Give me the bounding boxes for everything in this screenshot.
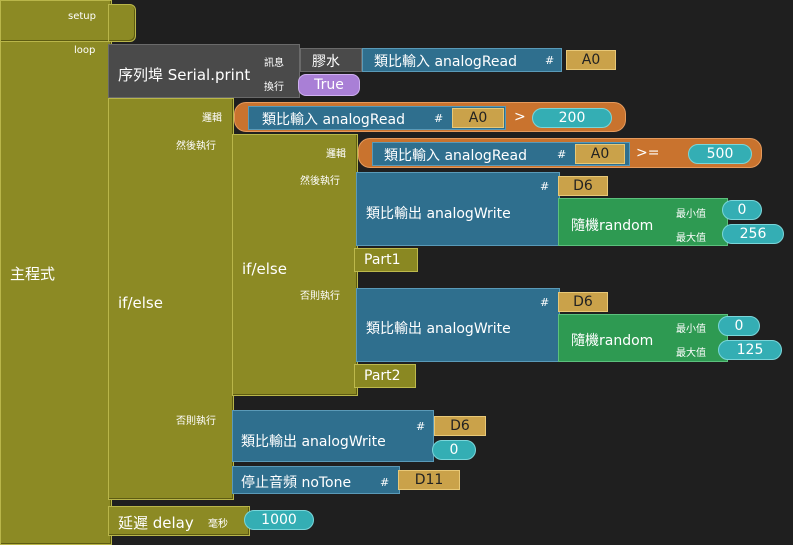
part2-hash-symbol: # [540,296,550,309]
inner-else-label: 否則執行 [300,291,340,302]
outer-operator[interactable]: > [514,109,526,125]
outer-then-label: 然後執行 [176,141,216,152]
outer-compare-value[interactable]: 200 [532,108,612,128]
else-hash-symbol: # [416,420,426,433]
inner-compare-value[interactable]: 500 [688,144,752,164]
delay-label: 延遲 delay [118,514,194,532]
main-label: 主程式 [10,265,56,283]
delay-unit-label: 毫秒 [208,519,228,530]
notone-pin-value[interactable]: D11 [398,470,460,490]
part2-pin-value[interactable]: D6 [558,292,608,312]
inner-pin-value[interactable]: A0 [575,144,625,164]
main-block-top-strip [0,0,112,42]
part2-max-label: 最大值 [676,348,706,359]
outer-analogread-label: 類比輸入 analogRead [262,112,406,128]
part1-min-label: 最小值 [676,209,706,220]
else-pin-value[interactable]: D6 [434,416,486,436]
part1-analogwrite-label: 類比輸出 analogWrite [366,206,511,222]
loop-label: loop [74,45,96,56]
part1-random-block[interactable] [558,198,728,246]
inner-then-label: 然後執行 [300,176,340,187]
serial-print-block[interactable] [108,44,300,98]
glue-label: 膠水 [312,54,340,70]
part1-max-label: 最大值 [676,233,706,244]
serial-hash-symbol: # [545,54,555,67]
part2-min-label: 最小值 [676,324,706,335]
part1-comment-block[interactable] [354,248,418,272]
part2-analogwrite-block[interactable] [356,288,560,362]
delay-value[interactable]: 1000 [244,510,314,530]
outer-hash-symbol: # [434,112,444,125]
inner-operator[interactable]: >= [636,145,660,161]
outer-else-label: 否則執行 [176,416,216,427]
part2-comment-block[interactable] [354,364,416,388]
notone-label: 停止音頻 noTone [241,475,352,491]
setup-label: setup [68,11,96,22]
else-analogwrite-block[interactable] [232,410,434,462]
serial-pin-value[interactable]: A0 [566,50,616,70]
newline-true-value[interactable]: True [298,74,360,96]
serial-print-label: 序列埠 Serial.print [118,66,251,84]
part2-max-value[interactable]: 125 [718,340,782,360]
part2-min-value[interactable]: 0 [718,316,760,336]
outer-if-label: if/else [118,294,163,312]
part1-min-value[interactable]: 0 [722,200,762,220]
outer-cond-label: 邏輯 [202,113,222,124]
notone-block[interactable] [232,466,400,494]
inner-cond-label: 邏輯 [326,149,346,160]
inner-if-label: if/else [242,260,287,278]
main-block[interactable] [0,0,112,545]
part1-label: Part1 [364,252,401,268]
else-write-value[interactable]: 0 [432,440,476,460]
part2-random-block[interactable] [558,314,728,362]
glue-block[interactable] [300,48,362,72]
part1-random-label: 隨機random [571,218,654,234]
inner-analogread-label: 類比輸入 analogRead [384,148,528,164]
part2-random-label: 隨機random [571,333,654,349]
notone-hash-symbol: # [380,476,390,489]
serial-analogread-block[interactable] [362,48,562,72]
part1-max-value[interactable]: 256 [722,224,784,244]
part1-analogwrite-block[interactable] [356,172,560,246]
serial-newline-label: 換行 [264,82,284,93]
serial-analogread-label: 類比輸入 analogRead [374,54,518,70]
inner-hash-symbol: # [557,148,567,161]
setup-slot [108,4,136,42]
part1-pin-value[interactable]: D6 [558,176,608,196]
part1-hash-symbol: # [540,180,550,193]
part2-analogwrite-label: 類比輸出 analogWrite [366,321,511,337]
serial-msg-label: 訊息 [264,58,284,69]
outer-pin-value[interactable]: A0 [452,108,504,128]
outer-if-block[interactable] [108,98,234,500]
inner-if-block[interactable] [232,134,358,396]
part2-label: Part2 [364,368,401,384]
delay-block[interactable] [108,506,250,536]
else-analogwrite-label: 類比輸出 analogWrite [241,434,386,450]
